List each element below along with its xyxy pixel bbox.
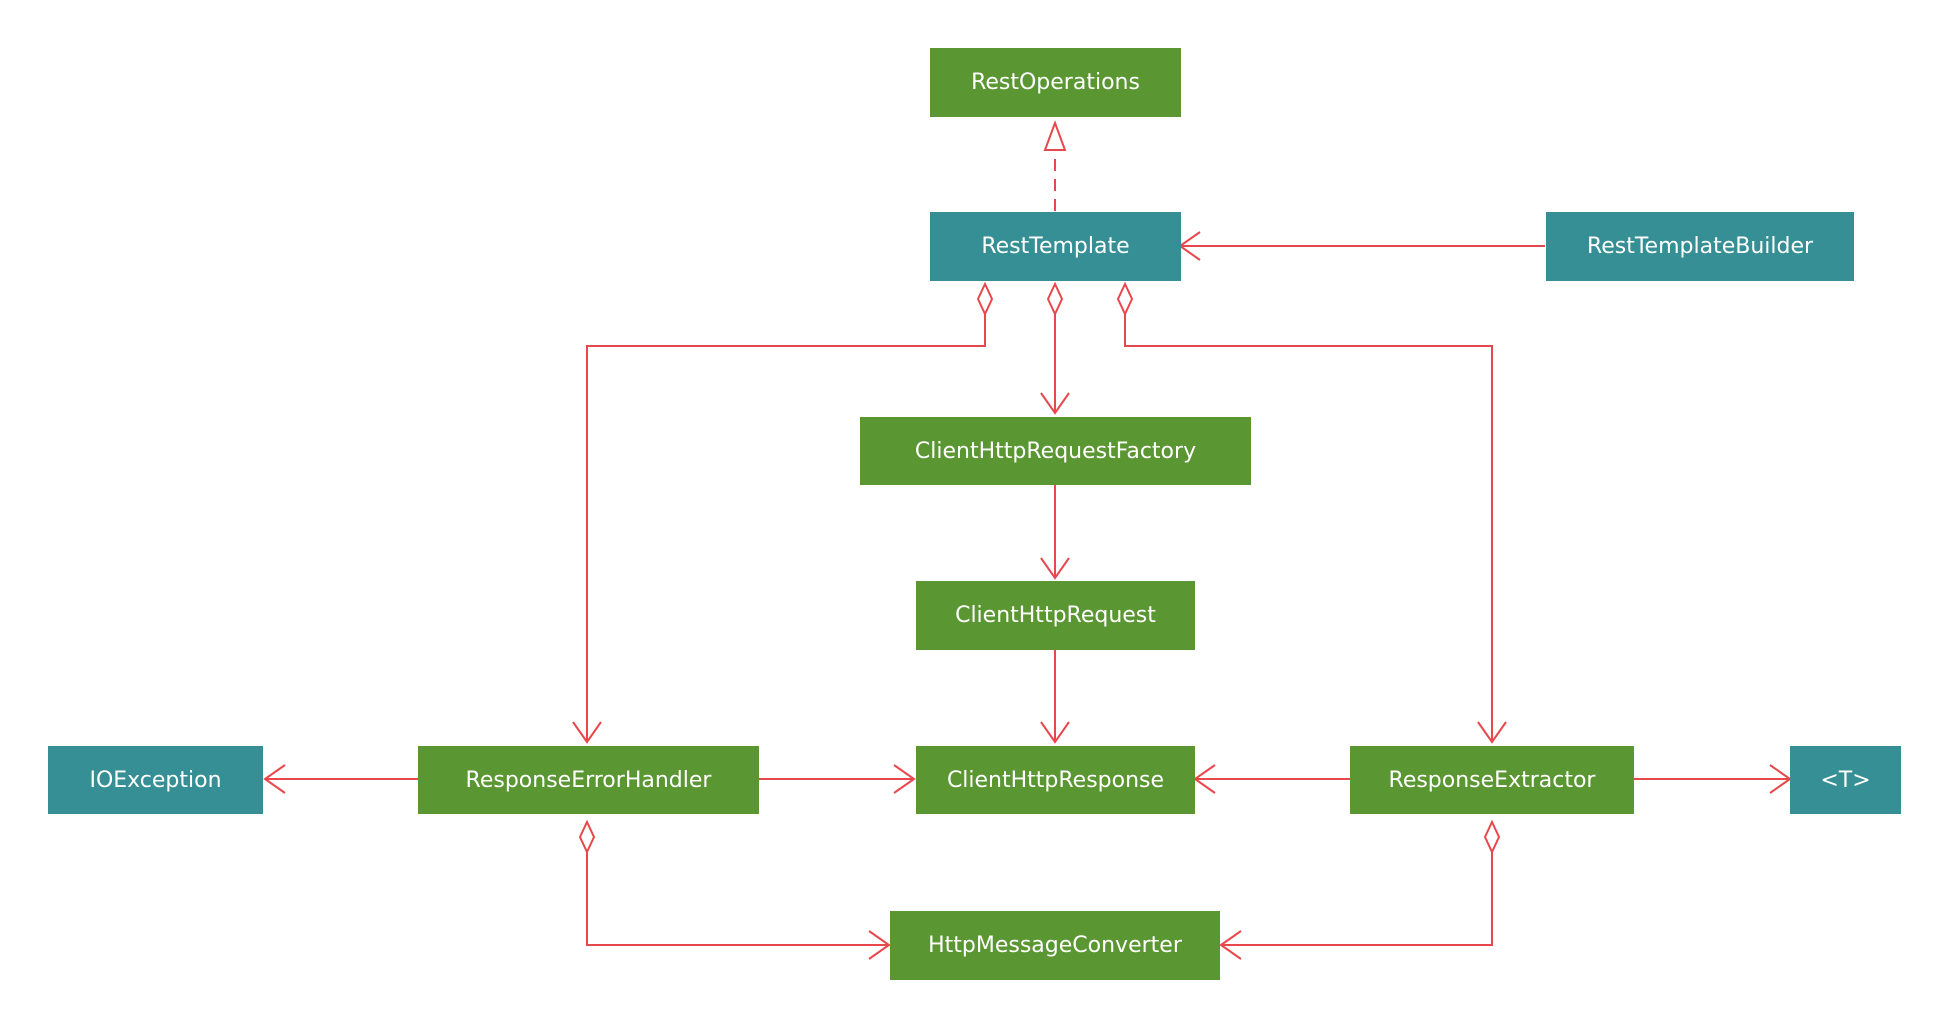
open-arrowhead-icon (1040, 392, 1070, 415)
node-client-http-request-factory: ClientHttpRequestFactory (860, 417, 1251, 485)
hollow-triangle-arrowhead-icon (1043, 120, 1067, 151)
open-arrowhead-icon (1040, 721, 1070, 744)
open-arrowhead-icon (572, 721, 602, 744)
edge-extractor-converter (1221, 852, 1493, 946)
edge-resttemplate-errorhandler (586, 314, 986, 742)
hollow-diamond-icon (578, 819, 596, 855)
open-arrowhead-icon (1219, 930, 1242, 960)
open-arrowhead-icon (263, 764, 286, 794)
hollow-diamond-icon (1116, 281, 1134, 317)
open-arrowhead-icon (868, 930, 891, 960)
open-arrowhead-icon (893, 764, 916, 794)
node-response-error-handler: ResponseErrorHandler (418, 746, 759, 814)
hollow-diamond-icon (1483, 819, 1501, 855)
node-response-extractor: ResponseExtractor (1350, 746, 1634, 814)
open-arrowhead-icon (1040, 557, 1070, 580)
open-arrowhead-icon (1193, 764, 1216, 794)
node-rest-template-builder: RestTemplateBuilder (1546, 212, 1854, 281)
node-type-t: <T> (1790, 746, 1901, 814)
hollow-diamond-icon (1046, 281, 1064, 317)
hollow-diamond-icon (976, 281, 994, 317)
open-arrowhead-icon (1477, 721, 1507, 744)
node-client-http-response: ClientHttpResponse (916, 746, 1195, 814)
node-io-exception: IOException (48, 746, 263, 814)
node-rest-template: RestTemplate (930, 212, 1181, 281)
edge-errorhandler-converter (586, 852, 889, 946)
node-rest-operations: RestOperations (930, 48, 1181, 117)
edge-resttemplate-extractor (1124, 314, 1493, 742)
node-client-http-request: ClientHttpRequest (916, 581, 1195, 650)
node-http-message-converter: HttpMessageConverter (890, 911, 1220, 980)
